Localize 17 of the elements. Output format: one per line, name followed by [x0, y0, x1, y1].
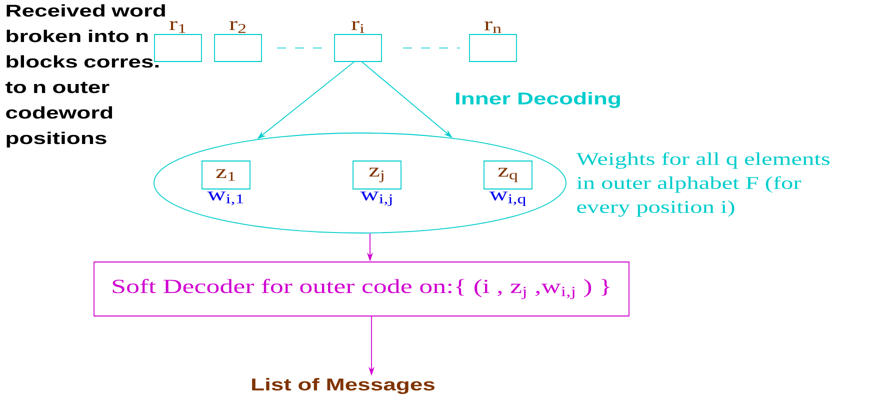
node-label: r$_{2}$ [230, 21, 246, 33]
weight-label: w$_{i,j}$ [360, 192, 392, 206]
output-text: List of Messages [252, 378, 434, 394]
note-text: Weights for all q elements in outer alphabet F (for every position i) [576, 152, 830, 217]
symbol-box: z$_{1}$ [202, 160, 250, 190]
decoder-box: Soft Decoder for outer code on:{ (i , z$_{j}$ ,w$_{i,j}$ ) } [94, 262, 630, 316]
edge-label: Inner Decoding [453, 91, 623, 109]
weight-label: w$_{i,q}$ [489, 192, 526, 206]
block-box: r$_{2}$ [214, 21, 262, 62]
block-box: r$_{n}$ [469, 21, 517, 62]
weight-label: w$_{i,1}$ [207, 192, 244, 206]
node-label: r$_{1}$ [170, 21, 186, 33]
node-label: r$_{i}$ [352, 21, 364, 33]
node-label: r$_{n}$ [484, 21, 502, 33]
block-box: r$_{i}$ [334, 21, 382, 62]
symbol-box: z$_{j}$ [352, 160, 402, 190]
symbol-box: z$_{q}$ [484, 160, 532, 190]
